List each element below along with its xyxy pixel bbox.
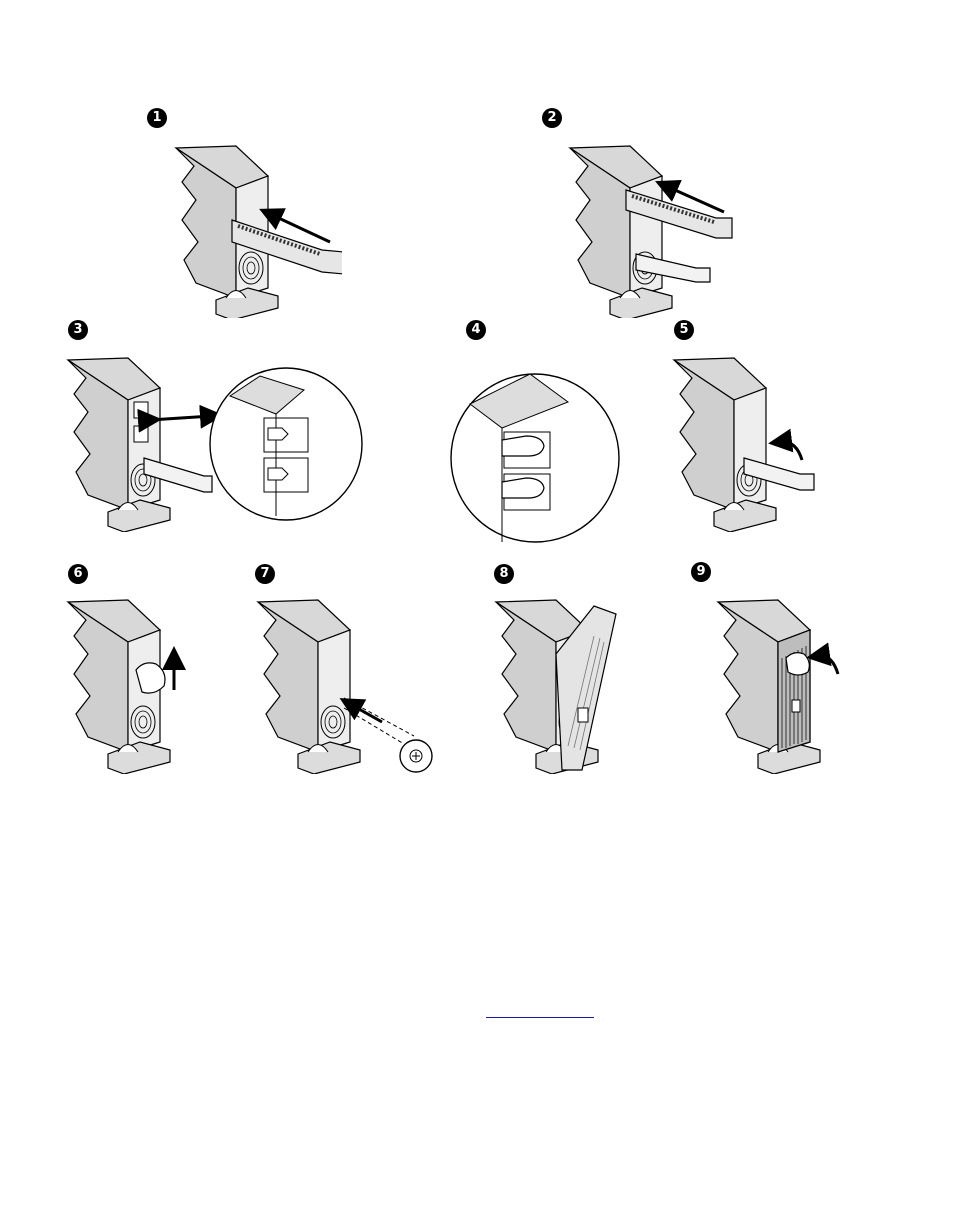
figure-step-7 — [254, 598, 444, 774]
step-number-3: 3 — [68, 320, 88, 340]
step-number-8: 8 — [494, 564, 514, 584]
figure-step-6 — [64, 598, 194, 774]
figure-step-8 — [494, 598, 624, 774]
figure-step-3 — [64, 356, 364, 532]
hand-icon — [786, 653, 809, 675]
figure-step-4 — [450, 370, 620, 546]
step-number-9: 9 — [691, 562, 711, 582]
hand-icon — [502, 436, 544, 456]
curved-arrow-icon — [780, 442, 802, 460]
step-number-1: 1 — [147, 108, 167, 128]
link-underline[interactable] — [486, 1017, 594, 1018]
step-number-4: 4 — [466, 320, 486, 340]
figure-step-5 — [672, 356, 822, 532]
figure-step-2 — [566, 142, 736, 318]
hand-icon — [502, 478, 544, 498]
figure-step-9 — [716, 598, 846, 774]
figure-step-1 — [172, 142, 342, 318]
straight-arrow-icon — [350, 704, 382, 722]
step-number-6: 6 — [68, 564, 88, 584]
step-number-2: 2 — [542, 108, 562, 128]
curved-arrow-icon — [818, 656, 838, 674]
step-number-5: 5 — [674, 320, 694, 340]
step-number-7: 7 — [255, 564, 275, 584]
